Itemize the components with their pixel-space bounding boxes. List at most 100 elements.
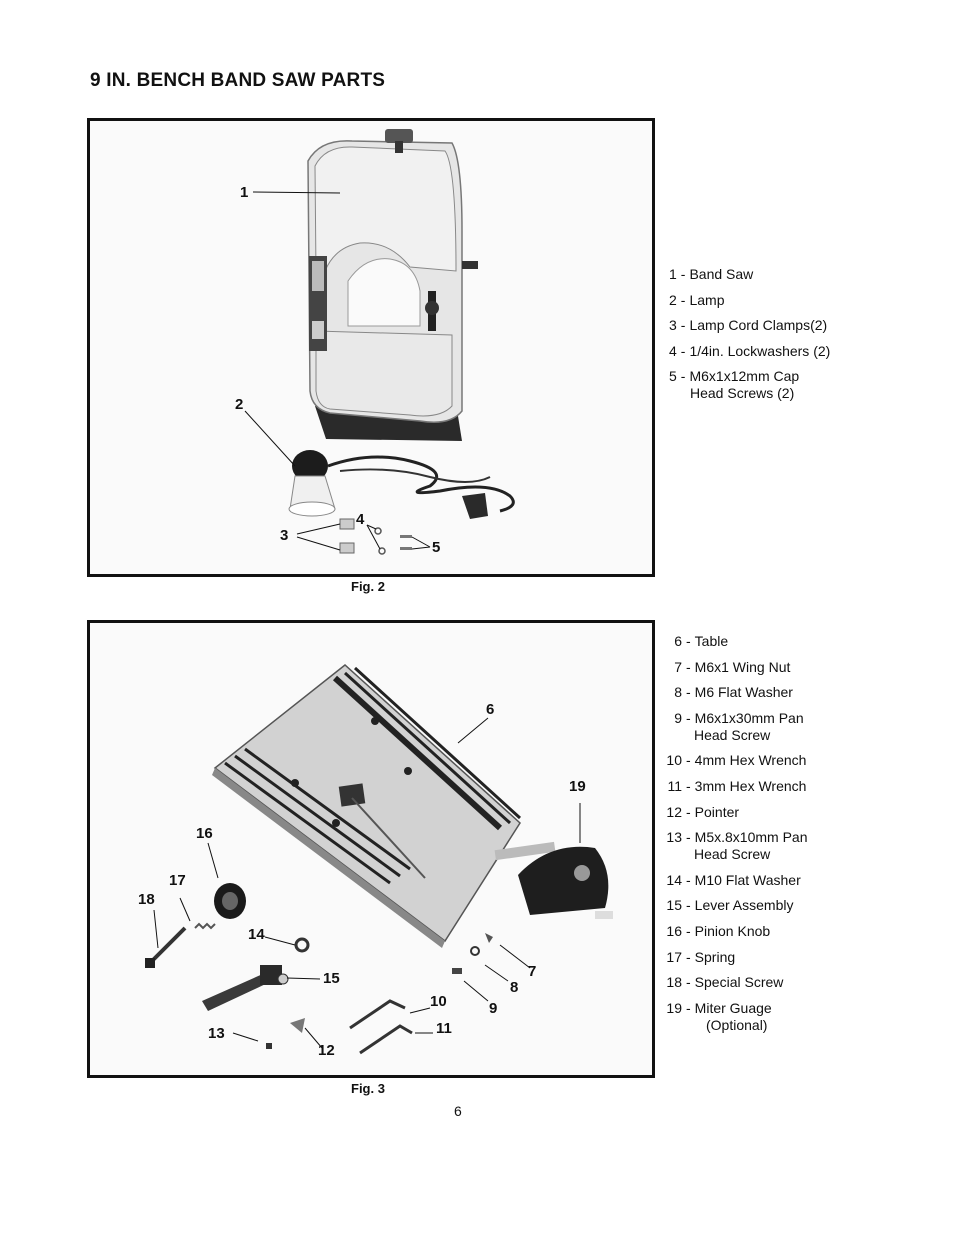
- part-separator: -: [686, 897, 691, 914]
- part-description-continued: (Optional): [706, 1016, 768, 1033]
- callout-2: 2: [235, 396, 244, 413]
- part-separator: -: [680, 266, 686, 282]
- part-item: 12-Pointer: [665, 804, 808, 821]
- part-description: 3mm Hex Wrench: [694, 777, 807, 794]
- part-number: 11: [667, 777, 682, 794]
- part-separator: -: [686, 999, 691, 1016]
- part-description: Special Screw: [694, 974, 784, 991]
- part-description: M6 Flat Washer: [694, 684, 793, 701]
- part-number: 18: [666, 974, 682, 991]
- part-item: 7-M6x1 Wing Nut: [665, 659, 808, 676]
- part-separator: -: [686, 684, 691, 701]
- callout-15: 15: [323, 970, 340, 987]
- part-description: Miter Guage: [694, 999, 772, 1016]
- part-separator: -: [686, 974, 691, 991]
- callout-7: 7: [528, 963, 537, 980]
- part-item: 3-Lamp Cord Clamps(2): [669, 317, 830, 334]
- figure-3-photo-frame: 6 7 8 9 10 11 12 13 14 15 16 17 18 19: [87, 620, 655, 1078]
- part-item: 6-Table: [665, 633, 808, 650]
- part-separator: -: [686, 948, 691, 965]
- part-description: Band Saw: [689, 266, 754, 282]
- figure-3-caption: Fig. 3: [351, 1081, 385, 1096]
- part-description: Pointer: [694, 803, 740, 820]
- part-separator: -: [686, 803, 691, 820]
- part-number: 4: [669, 342, 677, 359]
- part-number: 3: [669, 317, 677, 334]
- figure-2-caption: Fig. 2: [351, 579, 385, 594]
- callout-3: 3: [280, 527, 289, 544]
- page-number: 6: [454, 1103, 462, 1119]
- part-number: 6: [674, 633, 682, 649]
- callout-12: 12: [318, 1042, 335, 1059]
- part-number: 15: [666, 897, 682, 914]
- part-description-continued: Head Screw: [694, 726, 771, 743]
- part-number: 1: [669, 266, 677, 282]
- part-number: 2: [669, 291, 677, 308]
- callout-8: 8: [510, 979, 519, 996]
- table-assembly-illustration: [145, 664, 613, 1055]
- part-item: 18-Special Screw: [665, 974, 808, 991]
- part-separator: -: [686, 658, 691, 675]
- part-separator: -: [686, 633, 691, 649]
- part-number: 10: [666, 752, 682, 769]
- part-number: 16: [666, 922, 682, 939]
- part-item: 11-3mm Hex Wrench: [665, 778, 808, 795]
- part-description: Pinion Knob: [694, 922, 771, 939]
- callout-11: 11: [436, 1020, 452, 1037]
- part-number: 14: [666, 871, 682, 888]
- callout-13: 13: [208, 1025, 225, 1042]
- callout-18: 18: [138, 891, 155, 908]
- part-separator: -: [686, 922, 691, 939]
- callout-16: 16: [196, 825, 213, 842]
- callout-9: 9: [489, 1000, 498, 1017]
- part-description: 4mm Hex Wrench: [694, 752, 807, 769]
- part-description: M5x.8x10mm Pan: [694, 829, 808, 846]
- figure-2-photo-frame: 1 2 3 4 5: [87, 118, 655, 577]
- part-item: 8-M6 Flat Washer: [665, 684, 808, 701]
- part-description: 1/4in. Lockwashers (2): [689, 342, 831, 359]
- callout-14: 14: [248, 926, 265, 943]
- band-saw-illustration: [244, 129, 515, 555]
- part-separator: -: [686, 709, 691, 726]
- part-separator: -: [680, 368, 686, 385]
- figure-3-parts-list: 6-Table 7-M6x1 Wing Nut 8-M6 Flat Washer…: [665, 633, 808, 1042]
- part-item: 14-M10 Flat Washer: [665, 872, 808, 889]
- part-number: 9: [674, 709, 682, 726]
- callout-6: 6: [486, 701, 495, 718]
- callout-19: 19: [569, 778, 586, 795]
- part-description: Lamp Cord Clamps(2): [689, 317, 828, 334]
- part-number: 5: [669, 368, 677, 385]
- callout-5: 5: [432, 539, 441, 556]
- part-description: M6x1x12mm Cap: [689, 368, 800, 385]
- part-description: Table: [694, 633, 729, 649]
- part-separator: -: [680, 291, 686, 308]
- part-item: 1-Band Saw: [669, 266, 830, 283]
- part-description: Spring: [694, 948, 736, 965]
- part-description: M10 Flat Washer: [694, 871, 801, 888]
- part-separator: -: [686, 829, 691, 846]
- page-title: 9 IN. BENCH BAND SAW PARTS: [90, 70, 386, 91]
- part-description: M6x1 Wing Nut: [694, 658, 791, 675]
- part-item: 15-Lever Assembly: [665, 897, 808, 914]
- part-item: 19-Miter Guage(Optional): [665, 1000, 808, 1034]
- part-description: Lamp: [689, 291, 725, 308]
- callout-1: 1: [240, 184, 249, 201]
- part-separator: -: [680, 342, 686, 359]
- part-item: 4-1/4in. Lockwashers (2): [669, 343, 830, 360]
- part-description: Lever Assembly: [694, 897, 794, 914]
- part-description-continued: Head Screws (2): [690, 385, 795, 402]
- part-separator: -: [686, 871, 691, 888]
- part-item: 16-Pinion Knob: [665, 923, 808, 940]
- part-separator: -: [686, 777, 691, 794]
- figure-2-parts-list: 1-Band Saw 2-Lamp 3-Lamp Cord Clamps(2) …: [669, 266, 830, 411]
- callout-17: 17: [169, 872, 186, 889]
- part-number: 7: [674, 658, 682, 675]
- part-item: 17-Spring: [665, 949, 808, 966]
- callout-10: 10: [430, 993, 447, 1010]
- part-number: 17: [666, 948, 682, 965]
- part-number: 13: [666, 829, 682, 846]
- part-item: 2-Lamp: [669, 292, 830, 309]
- part-separator: -: [680, 317, 686, 334]
